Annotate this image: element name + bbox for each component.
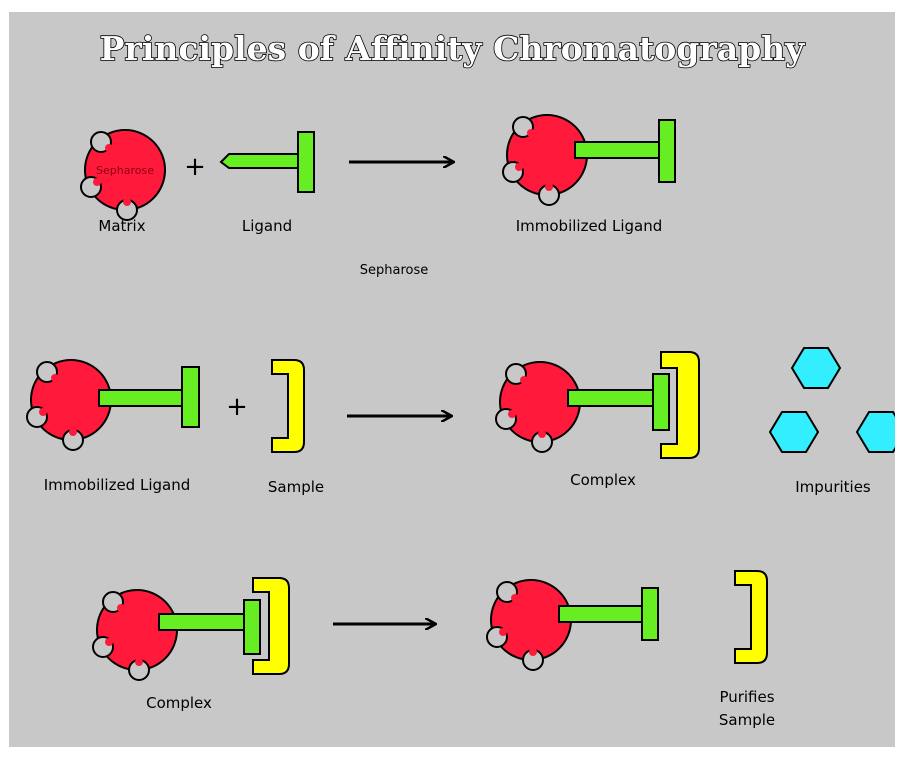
plus-sign: + (184, 152, 206, 182)
immobilized-ligand-icon (27, 360, 199, 450)
impurities-label: Impurities (795, 478, 871, 496)
hexagon-impurity-icon (770, 348, 895, 452)
matrix-label: Matrix (98, 217, 145, 235)
sample-bracket-icon (272, 360, 304, 452)
affinity-chromatography-diagram: Principles of Affinity Chromatography Se… (9, 12, 895, 747)
immobilized-ligand-label-2: Immobilized Ligand (44, 476, 191, 494)
matrix-inner-label: Sepharose (96, 164, 154, 177)
purifies-sample-label-line2: Sample (719, 711, 775, 729)
sepharose-note: Sepharose (360, 263, 429, 278)
complex-label-2: Complex (146, 694, 212, 712)
complex-icon (496, 352, 699, 458)
diagram-panel: Principles of Affinity Chromatography Se… (9, 12, 895, 747)
matrix-bead-icon: Sepharose (81, 130, 165, 220)
sample-label: Sample (268, 478, 324, 496)
complex-icon (93, 578, 289, 680)
purifies-sample-label-line1: Purifies (719, 688, 774, 706)
plus-sign-2: + (226, 392, 248, 422)
ligand-icon (221, 132, 314, 192)
diagram-title: Principles of Affinity Chromatography (100, 29, 806, 68)
ligand-label: Ligand (242, 217, 292, 235)
complex-label: Complex (570, 471, 636, 489)
immobilized-ligand-label: Immobilized Ligand (516, 217, 663, 235)
sample-bracket-icon (735, 571, 767, 663)
immobilized-ligand-icon (503, 115, 675, 205)
immobilized-ligand-icon (487, 580, 658, 670)
